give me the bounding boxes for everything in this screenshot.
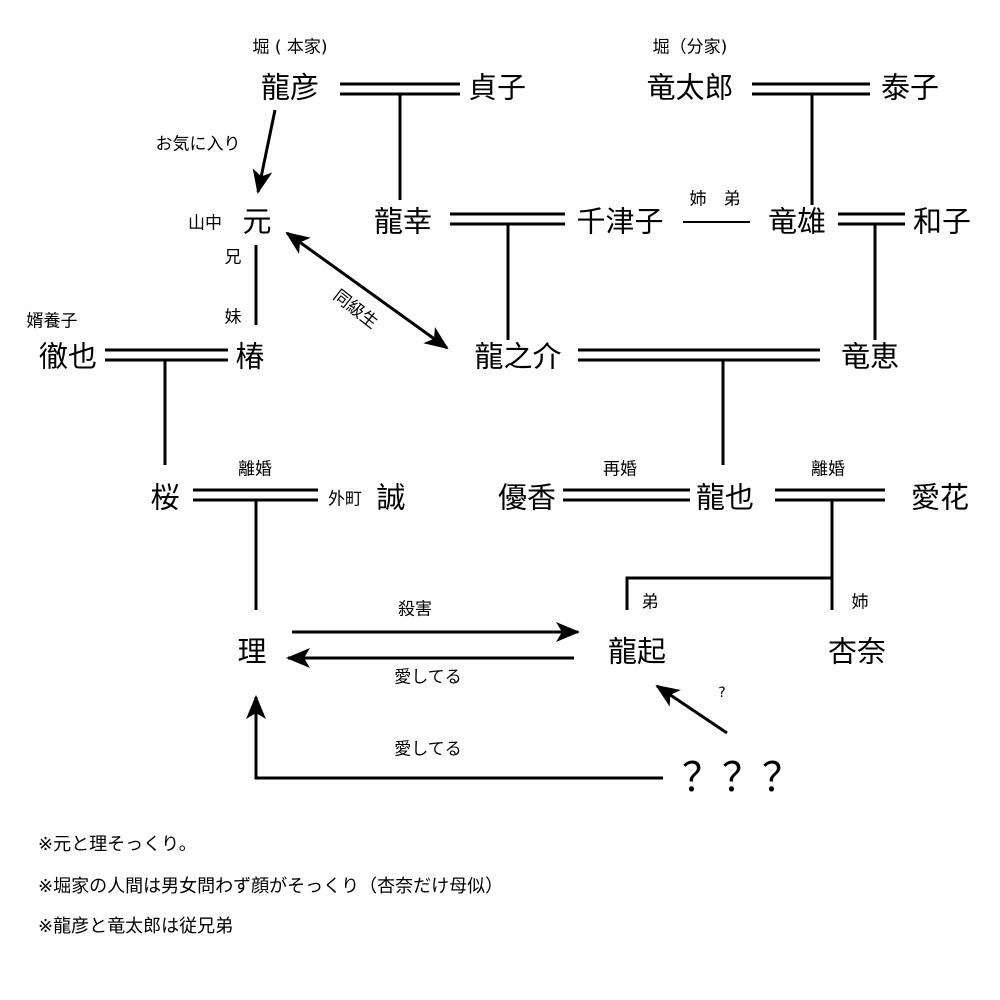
note-3: ※龍彦と竜太郎は従兄弟 [38,916,234,937]
person-tatsue: 竜恵 [840,339,900,374]
label-younger-sister: 妹 [224,307,242,328]
label-loves-1: 愛してる [394,667,462,688]
label-divorce-sakura: 離婚 [238,459,272,480]
note-1: ※元と理そっくり。 [38,834,197,855]
person-chizuko: 千津子 [576,204,664,239]
label-younger-brother: 弟 [641,592,659,613]
marriage-line-ryuko-chizuko [450,212,565,226]
marriage-line-tetsuya-tsubaki [105,348,228,362]
person-tatsuo: 竜雄 [767,204,827,239]
marriage-line-tatsuo-kazuko [838,212,905,226]
person-aika: 愛花 [910,480,970,515]
marriage-line-tatsuya-aika [775,488,885,502]
classmates-arrow [285,231,449,350]
person-tatsuya: 龍也 [695,480,755,515]
person-kazuko: 和子 [912,204,972,239]
label-remarriage: 再婚 [603,459,637,480]
person-yuka: 優香 [497,480,557,515]
label-tomachi: 外町 [328,489,362,510]
label-yamanaka: 山中 [188,213,222,234]
person-tatsuhiko: 龍彦 [260,70,320,105]
label-elder-sister: 姉 [851,592,869,613]
label-question: ? [718,685,726,701]
label-hori-branch: 堀（分家) [652,37,728,58]
label-hori-main: 堀 ( 本家) [252,37,328,58]
person-yasuko: 泰子 [880,70,940,105]
marriage-line-ryunosuke-tatsue [578,348,820,362]
person-makoto: 誠 [376,480,406,515]
marriage-line-tatsuhiko-sadako [340,82,460,96]
label-elder-brother: 兄 [224,247,242,268]
person-ryunosuke: 龍之介 [474,339,562,374]
marriage-line-ryutaro-yasuko [752,82,870,96]
loves-arrow-unknown-osamu [246,695,663,780]
marriage-line-sakura-makoto [193,488,318,502]
person-tsubaki: 椿 [235,339,265,374]
label-loves-2: 愛してる [394,739,462,760]
question-arrow [655,684,728,735]
person-tetsuya: 徹也 [38,339,98,374]
person-gen: 元 [242,204,272,239]
label-sister-brother: 姉 弟 [689,189,741,210]
person-tatsuki: 龍起 [607,634,667,669]
person-unknown: ？？？ [682,755,802,801]
person-anna: 杏奈 [827,634,887,669]
person-osamu: 理 [237,634,267,669]
label-divorce-tatsuya: 離婚 [811,459,845,480]
label-favorite: お気に入り [155,134,241,155]
marriage-line-yuka-tatsuya [563,488,690,502]
note-2: ※堀家の人間は男女問わず顔がそっくり（杏奈だけ母似） [38,876,504,897]
favorite-arrow [252,109,277,194]
child-line-tatsuki-anna [625,500,834,610]
label-murder: 殺害 [398,599,432,620]
person-sadako: 貞子 [467,70,527,105]
person-ryuko: 龍幸 [373,204,433,239]
label-adopted-son-in-law: 婿養子 [26,311,78,332]
person-sakura: 桜 [150,480,180,515]
person-ryutaro: 竜太郎 [646,70,734,105]
